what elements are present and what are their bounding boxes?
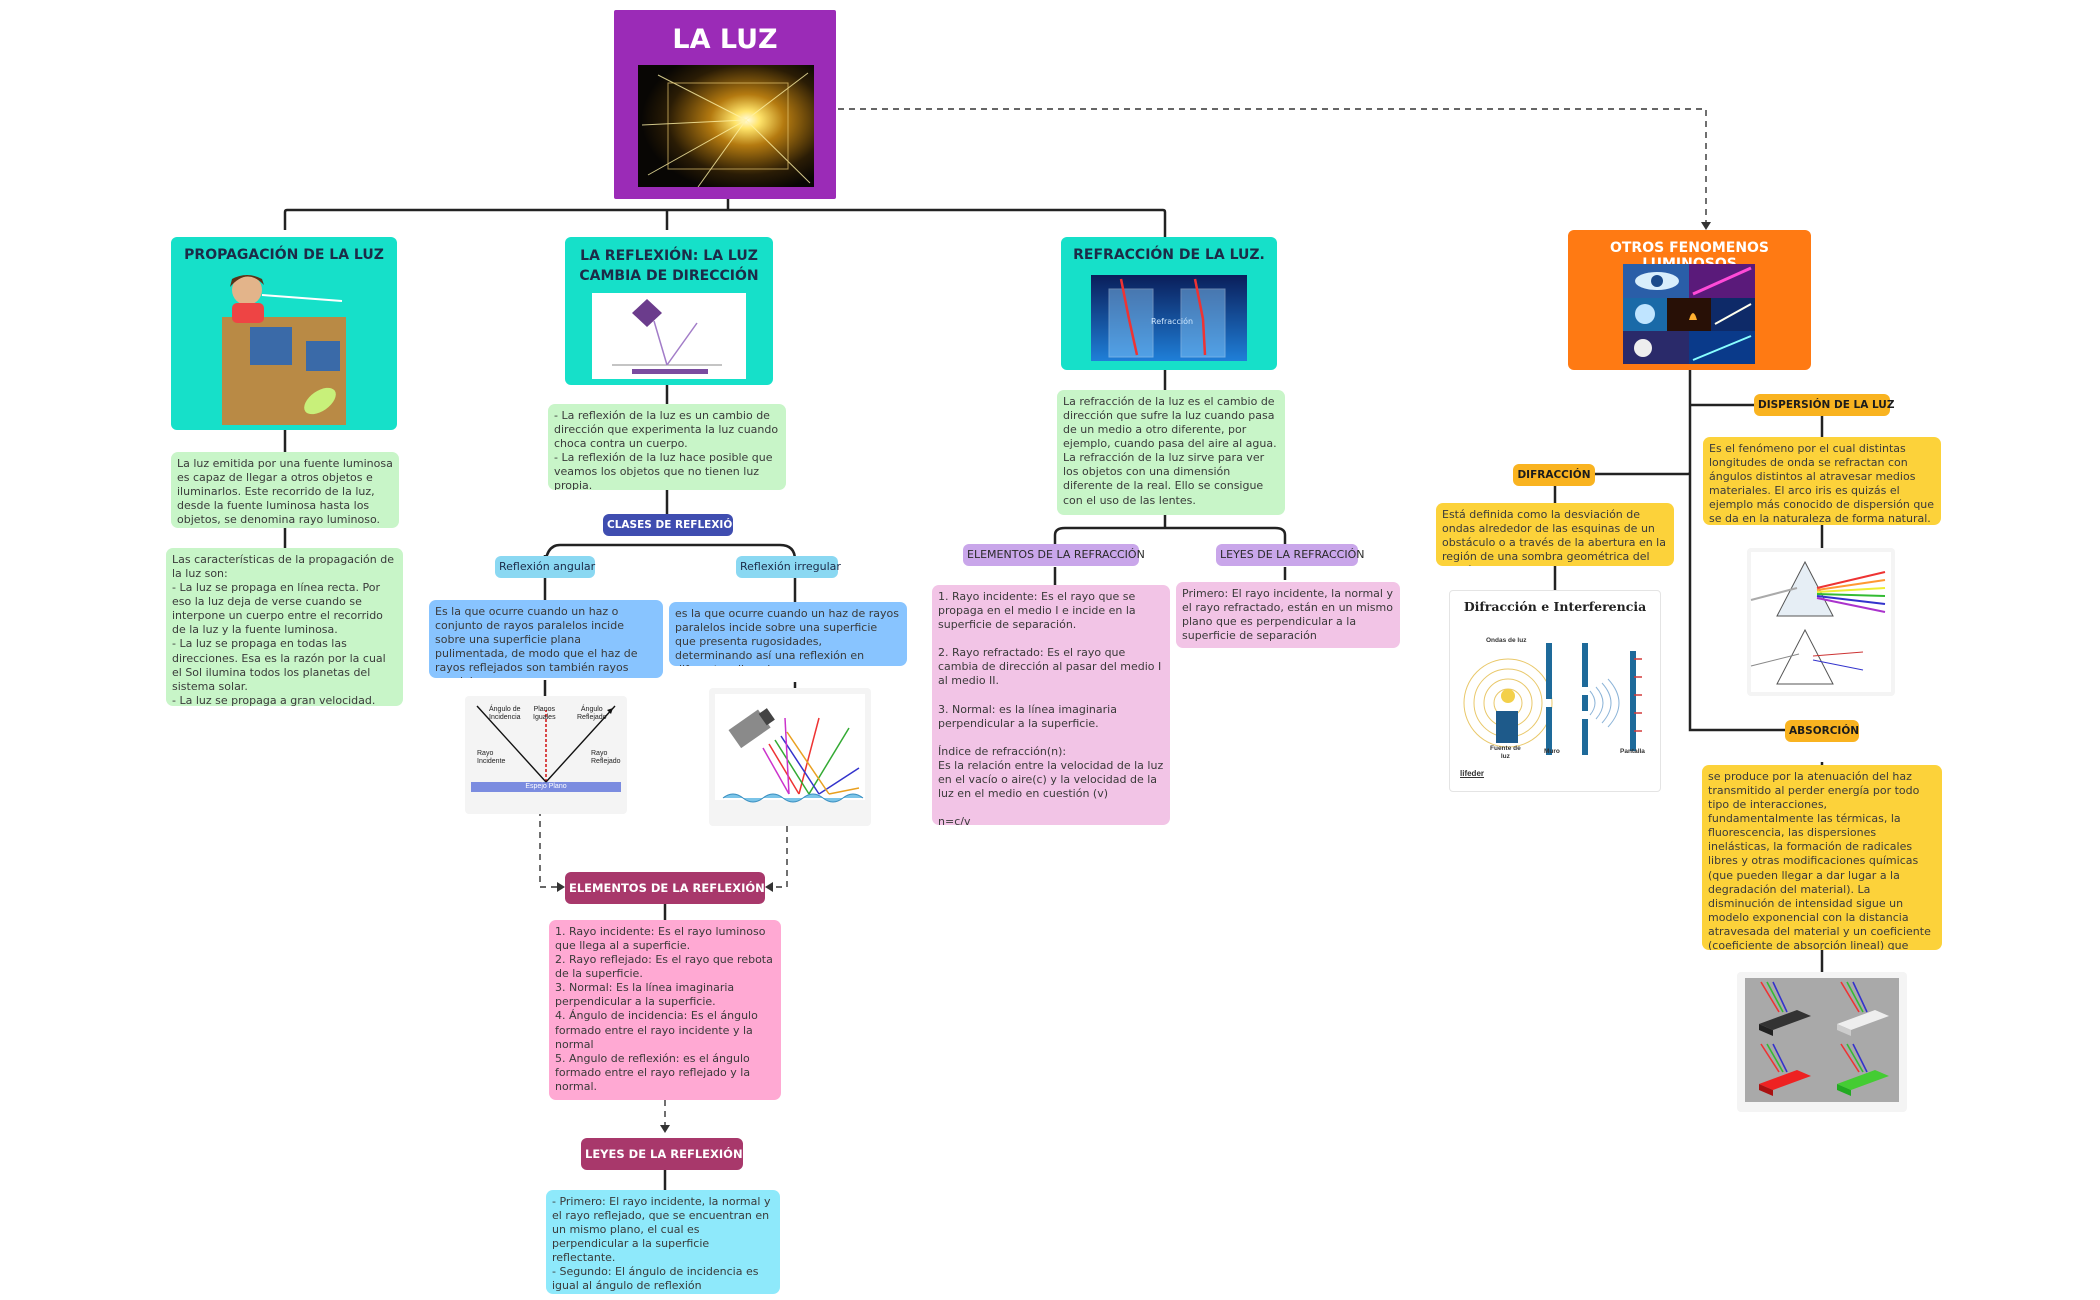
propagacion-text2: Las características de la propagación de…: [166, 548, 403, 706]
mirror-diagram-svg: [471, 705, 621, 792]
clases-reflexion-pill[interactable]: CLASES DE REFLEXIÓN: [603, 514, 741, 536]
child-flashlight-image: [222, 275, 346, 425]
label-normal: Planos Iguales: [533, 706, 556, 721]
reflexion-text: - La reflexión de la luz es un cambio de…: [548, 404, 786, 490]
label-angle-incidence: Ángulo de Incidencia: [489, 706, 521, 721]
leyes-refraccion-text: Primero: El rayo incidente, la normal y …: [1176, 582, 1400, 648]
difraccion-image: Difracción e Interferencia Ondas de luz …: [1449, 590, 1661, 792]
elementos-refraccion-pill[interactable]: ELEMENTOS DE LA REFRACCIÓN: [963, 544, 1145, 566]
propagacion-node[interactable]: PROPAGACIÓN DE LA LUZ: [171, 237, 397, 430]
label-ondas-de-luz: Ondas de luz: [1486, 637, 1527, 644]
root-node[interactable]: LA LUZ: [614, 10, 836, 199]
leyes-reflexion-text: - Primero: El rayo incidente, la normal …: [546, 1190, 780, 1294]
root-title: LA LUZ: [672, 24, 778, 55]
reflexion-node[interactable]: LA REFLEXIÓN: LA LUZ CAMBIA DE DIRECCIÓN: [565, 237, 773, 385]
label-angle-reflected: Ángulo Reflejado: [577, 706, 607, 721]
leyes-refraccion-pill[interactable]: LEYES DE LA REFRACCIÓN: [1216, 544, 1365, 566]
elementos-reflexion-text: 1. Rayo incidente: Es el rayo luminoso q…: [549, 920, 781, 1100]
dispersion-prism-image: [1747, 548, 1895, 696]
absorcion-materials-image: [1737, 972, 1907, 1112]
lifeder-logo: lifeder: [1460, 769, 1485, 778]
irregular-reflection-image: [709, 688, 871, 826]
propagacion-title: PROPAGACIÓN DE LA LUZ: [184, 247, 384, 263]
reflexion-irregular-text: es la que ocurre cuando un haz de rayos …: [669, 602, 907, 666]
propagacion-text1: La luz emitida por una fuente luminosa e…: [171, 452, 399, 528]
label-pantalla: Pantalla: [1620, 748, 1645, 755]
refraction-glasses-image: [1091, 275, 1247, 361]
leyes-reflexion-pill[interactable]: LEYES DE LA REFLEXIÓN: [581, 1138, 743, 1170]
refraccion-text: La refracción de la luz es el cambio de …: [1057, 390, 1285, 515]
label-muro: Muro: [1544, 748, 1560, 755]
refraccion-node[interactable]: REFRACCIÓN DE LA LUZ. Refracción: [1061, 237, 1277, 370]
reflection-diagram-image: [592, 293, 746, 379]
difraccion-text: Está definida como la desviación de onda…: [1436, 503, 1674, 566]
sun-image: [638, 65, 814, 187]
label-plane-mirror: Espejo Plano: [525, 783, 567, 790]
dispersion-text: Es el fenómeno por el cual distintas lon…: [1703, 437, 1941, 525]
difraccion-image-title: Difracción e Interferencia: [1463, 599, 1647, 614]
reflexion-title: LA REFLEXIÓN: LA LUZ CAMBIA DE DIRECCIÓN: [579, 248, 759, 284]
light-phenomena-collage-image: [1623, 264, 1755, 364]
elementos-reflexion-pill[interactable]: ELEMENTOS DE LA REFLEXIÓN: [565, 872, 765, 904]
reflexion-angular-text: Es la que ocurre cuando un haz o conjunt…: [429, 600, 663, 678]
label-reflected-ray: Rayo Reflejado: [591, 750, 621, 765]
difraccion-pill[interactable]: DIFRACCIÓN: [1513, 464, 1595, 486]
dispersion-pill[interactable]: DISPERSIÓN DE LA LUZ: [1754, 394, 1894, 416]
label-incident-ray: Rayo Incidente: [477, 750, 506, 765]
label-fuente-de-luz: Fuente de luz: [1490, 745, 1521, 760]
elementos-refraccion-text: 1. Rayo incidente: Es el rayo que se pro…: [932, 585, 1170, 825]
refraccion-title: REFRACCIÓN DE LA LUZ.: [1073, 247, 1265, 263]
refraction-image-label: Refracción: [1151, 317, 1194, 326]
absorcion-text: se produce por la atenuación del haz tra…: [1702, 765, 1942, 950]
absorcion-pill[interactable]: ABSORCIÓN: [1785, 720, 1859, 742]
reflexion-angular-pill[interactable]: Reflexión angular: [495, 556, 595, 578]
angular-reflection-diagram: Ángulo de Incidencia Planos Iguales Ángu…: [465, 696, 627, 814]
reflexion-irregular-pill[interactable]: Reflexión irregular: [736, 556, 841, 578]
otros-node[interactable]: OTROS FENOMENOS LUMINOSOS: [1568, 230, 1811, 370]
